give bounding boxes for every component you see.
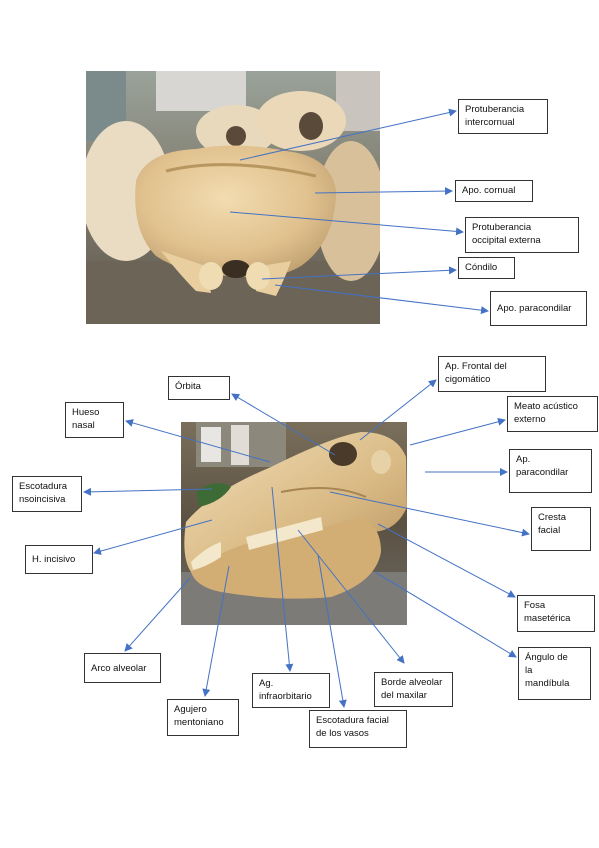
arrow-agujero-mentoniano xyxy=(202,565,230,697)
arrow-ap-frontal xyxy=(359,379,437,441)
label-ag-infraorbitario: Ag. infraorbitario xyxy=(252,673,330,708)
label-hueso-nasal: Hueso nasal xyxy=(65,402,124,438)
label-arco-alveolar: Arco alveolar xyxy=(84,653,161,683)
label-escotadura-facial: Escotadura facial de los vasos xyxy=(309,710,407,748)
label-fosa-maseterica: Fosa masetérica xyxy=(517,595,595,632)
label-orbita: Órbita xyxy=(168,376,230,400)
skull-caudal-photo xyxy=(86,71,380,324)
arrow-escotadura-nasoincisiva xyxy=(83,487,213,496)
label-protuberancia-occipital: Protuberancia occipital externa xyxy=(465,217,579,253)
label-h-incisivo: H. incisivo xyxy=(25,545,93,574)
label-condilo: Cóndilo xyxy=(458,257,515,279)
label-apo-cornual: Apo. cornual xyxy=(455,180,533,202)
label-angulo-mandibula: Ángulo de la mandíbula xyxy=(518,647,591,700)
arrow-meato xyxy=(409,417,506,446)
arrow-borde-alveolar xyxy=(297,529,405,664)
arrow-apo-cornual xyxy=(314,187,453,196)
arrow-apo-paracondilar xyxy=(274,284,489,315)
label-ap-frontal-cigomatico: Ap. Frontal del cigomático xyxy=(438,356,546,392)
arrow-orbita xyxy=(231,393,336,456)
arrow-protuberancia-occipital xyxy=(229,211,464,236)
label-agujero-mentoniano: Agujero mentoniano xyxy=(167,699,239,736)
label-escotadura-nasoincisiva: Escotadura nsoincisiva xyxy=(12,476,82,512)
arrow-fosa-maseterica xyxy=(377,523,516,598)
label-protuberancia-intercornual: Protuberancia intercornual xyxy=(458,99,548,134)
label-cresta-facial: Cresta facial xyxy=(531,507,591,551)
arrow-protuberancia-intercornual xyxy=(239,108,457,161)
arrow-h-incisivo xyxy=(93,519,213,555)
label-meato-acustico: Meato acústico externo xyxy=(507,396,598,432)
arrow-cresta-facial xyxy=(329,491,530,537)
label-borde-alveolar: Borde alveolar del maxilar xyxy=(374,672,453,707)
arrow-arco-alveolar xyxy=(124,577,191,652)
label-apo-paracondilar: Apo. paracondilar xyxy=(490,291,587,326)
skull-lateral-photo xyxy=(181,422,407,625)
arrow-ag-infraorbitario xyxy=(271,486,294,672)
label-ap-paracondilar: Ap. paracondilar xyxy=(509,449,592,493)
arrow-escotadura-facial xyxy=(317,554,347,708)
arrow-condilo xyxy=(261,266,457,280)
arrow-angulo-mandibula xyxy=(374,571,517,658)
arrow-hueso-nasal xyxy=(125,419,271,463)
